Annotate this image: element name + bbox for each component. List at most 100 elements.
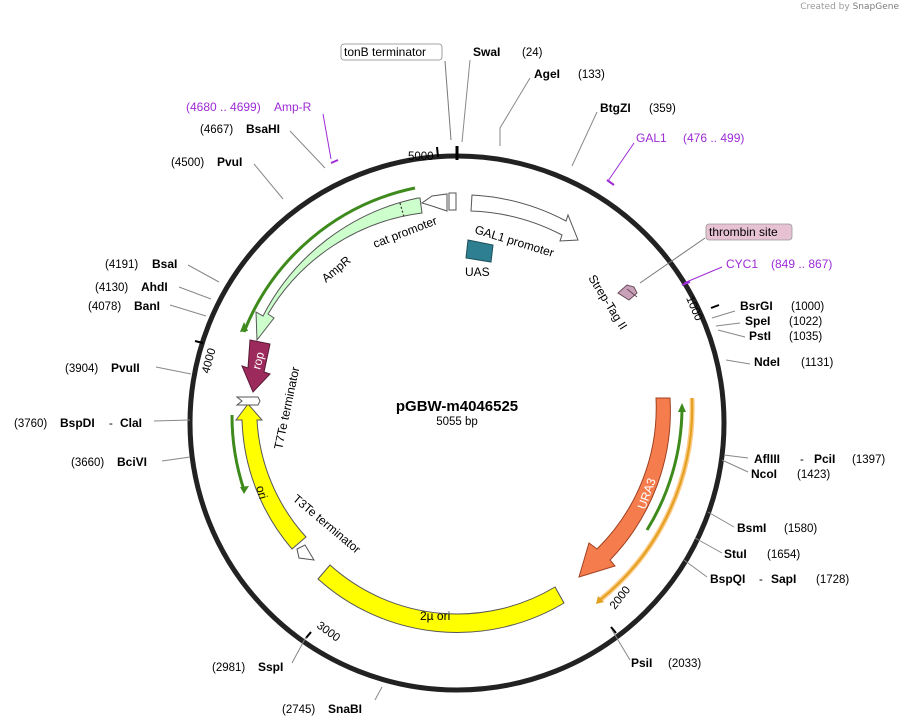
leader-spei (715, 322, 741, 327)
uas-feature[interactable] (465, 239, 494, 263)
leader-pvui (253, 163, 284, 200)
ura3-orf-line (645, 409, 684, 531)
primer-amp-r-leader (322, 113, 332, 160)
site-snabi[interactable]: (2745) SnaBI (282, 702, 362, 716)
site-btgzi[interactable]: BtgZI (359) (600, 101, 676, 115)
site-name-2: ClaI (120, 416, 142, 430)
site-ndei[interactable]: NdeI (1131) (754, 355, 834, 369)
orf-line-right (599, 397, 694, 601)
tick-group: 1000 2000 3000 4000 5000 (194, 146, 720, 644)
leader-bsmi (707, 511, 735, 528)
site-bsmi[interactable]: BsmI (1580) (737, 521, 817, 535)
site-bcivi[interactable]: (3660) BciVI (71, 455, 147, 469)
site-bsrgi[interactable]: BsrGI (1000) (740, 299, 824, 313)
ampr-feature[interactable] (255, 197, 423, 342)
site-name: SspI (258, 660, 283, 674)
site-leaders (153, 59, 751, 701)
primer-cyc1[interactable]: CYC1 (849 .. 867) (681, 257, 832, 286)
rop-label: rop (249, 350, 267, 371)
strep-tag-feature[interactable] (617, 284, 638, 301)
leader-bsrgi (711, 310, 736, 319)
leader-agei (499, 77, 531, 146)
tick-4000 (194, 340, 204, 344)
site-separator: - (109, 418, 113, 430)
site-pvuii[interactable]: (3904) PvuII (65, 361, 140, 375)
primer-gal1[interactable]: GAL1 (476 .. 499) (606, 131, 744, 186)
two-micron-ori-feature[interactable] (317, 564, 565, 633)
leader-afliii (723, 454, 749, 459)
site-position: (1654) (767, 549, 800, 561)
ori-feature[interactable] (235, 403, 307, 550)
site-name: BspQI (710, 572, 745, 586)
leader-ahdi (178, 286, 212, 300)
site-position: (1580) (784, 523, 817, 535)
site-position: (3660) (71, 457, 104, 469)
strep-tag-label: Strep-Tag II (585, 272, 630, 332)
site-ahdi[interactable]: (4130) AhdI (95, 280, 168, 294)
leader-pvuii (155, 366, 192, 375)
tick-3000 (305, 631, 312, 639)
site-bspqi-sapi[interactable]: BspQI - SapI (1728) (710, 572, 849, 586)
plasmid-length: 5055 bp (436, 416, 478, 428)
primer-gal1-name: GAL1 (636, 131, 667, 145)
site-agei[interactable]: AgeI (133) (534, 67, 605, 81)
ura3-feature[interactable] (578, 397, 671, 578)
site-name: StuI (724, 547, 747, 561)
site-name: AhdI (141, 280, 168, 294)
tonb-label: tonB terminator (344, 45, 426, 59)
site-psii[interactable]: PsiI (2033) (631, 656, 701, 670)
site-position: (1397) (852, 454, 885, 466)
rop-feature[interactable] (241, 339, 271, 393)
leader-psii (611, 629, 631, 661)
t7te-terminator-feature[interactable] (235, 396, 261, 406)
site-bspdi-clai[interactable]: (3760) BspDI - ClaI (14, 416, 142, 430)
leader-ndei (725, 359, 751, 365)
gal1-promoter-feature[interactable] (470, 194, 579, 242)
site-name: PstI (749, 329, 771, 343)
ura3-orf-arrowhead (678, 403, 686, 412)
tonb-terminator-feature[interactable] (448, 192, 457, 211)
site-stui[interactable]: StuI (1654) (724, 547, 800, 561)
site-name-2: PciI (814, 452, 835, 466)
site-bsahi[interactable]: (4667) BsaHI (200, 122, 280, 136)
snapgene-logo-text: SnapGene (852, 2, 899, 12)
site-swai[interactable]: SwaI (24) (473, 45, 543, 59)
primer-cyc1-mark (681, 281, 691, 286)
primer-amp-r-name: Amp-R (274, 100, 312, 114)
site-position: (1035) (789, 331, 822, 343)
two-micron-ori-label: 2µ ori (420, 609, 450, 623)
site-ncoi[interactable]: NcoI (1423) (751, 467, 830, 481)
site-spei[interactable]: SpeI (1022) (745, 314, 822, 328)
thrombin-label: thrombin site (709, 225, 778, 239)
site-position: (2981) (212, 662, 245, 674)
leader-bsahi (289, 130, 326, 169)
site-name: PvuII (111, 361, 140, 375)
site-position: (4191) (105, 259, 138, 271)
leader-btgzi (571, 111, 598, 167)
site-separator: - (759, 574, 763, 586)
primer-amp-r-mark (330, 159, 339, 164)
site-afliii-pcii[interactable]: AflIII - PciI (1397) (754, 452, 885, 466)
site-pvui[interactable]: (4500) PvuI (171, 155, 242, 169)
site-name-2: SapI (771, 572, 796, 586)
site-sspi[interactable]: (2981) SspI (212, 660, 283, 674)
site-name: NcoI (751, 467, 777, 481)
site-position: (3904) (65, 363, 98, 375)
primer-amp-r[interactable]: (4680 .. 4699) Amp-R (186, 100, 339, 164)
site-bani[interactable]: (4078) BanI (88, 299, 160, 313)
primer-gal1-leader (607, 142, 635, 182)
cat-promoter-arrow[interactable] (420, 193, 448, 212)
site-name: BsrGI (740, 299, 773, 313)
site-psti[interactable]: PstI (1035) (749, 329, 822, 343)
site-name: BanI (134, 299, 160, 313)
t3te-terminator-feature[interactable] (296, 544, 315, 561)
site-position: (1423) (797, 469, 830, 481)
strep-tag-divider (626, 288, 638, 298)
site-bsai[interactable]: (4191) BsaI (105, 257, 177, 271)
site-name: BciVI (117, 455, 147, 469)
tick-1000 (710, 304, 720, 309)
site-position: (1131) (801, 357, 834, 369)
leader-bani (169, 304, 207, 317)
site-name: AflIII (754, 452, 780, 466)
leader-snabi (374, 686, 383, 701)
